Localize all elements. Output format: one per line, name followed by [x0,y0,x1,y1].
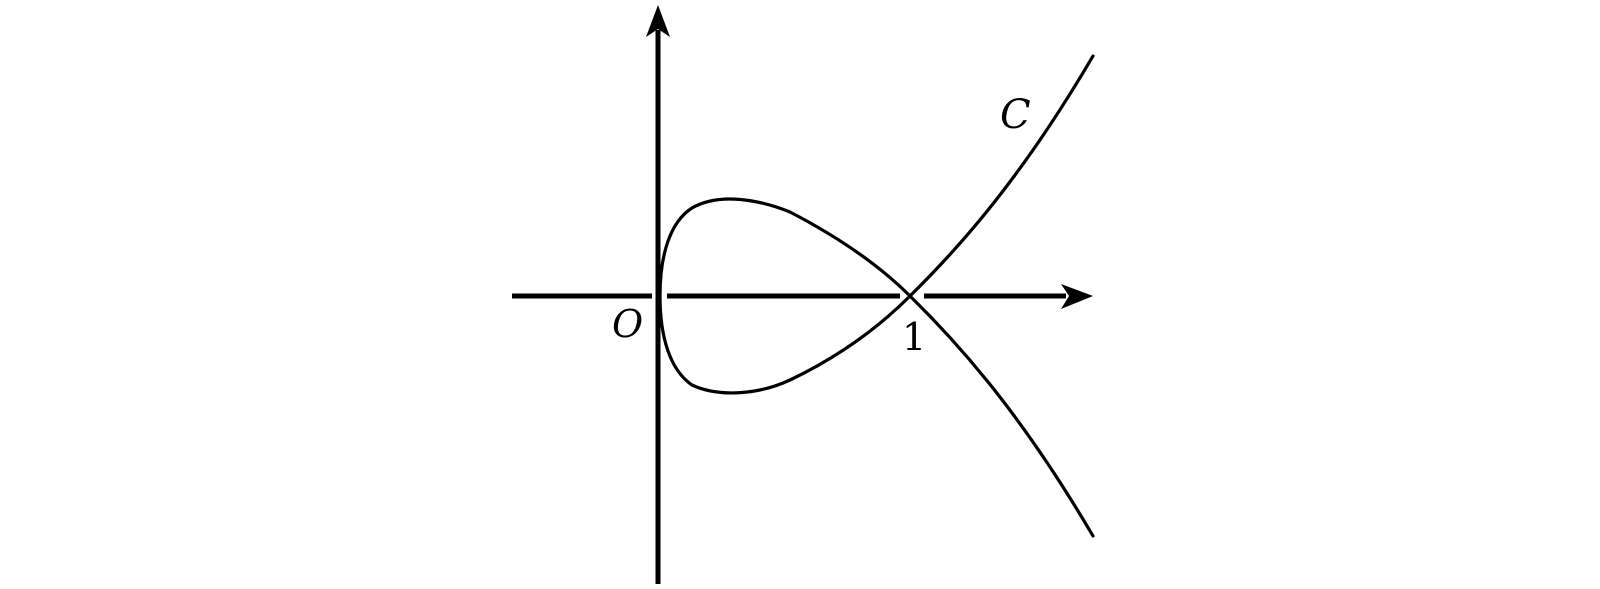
x-axis-arrowhead [1061,284,1093,309]
curve-loop-lower [658,294,912,395]
curve-label: C [1000,92,1031,138]
origin-label: O [612,302,643,346]
curve-loop-upper [658,197,912,298]
curve-branch-upper [908,54,1095,298]
intercept-label: 1 [902,315,926,359]
y-axis-arrowhead [646,5,670,37]
curve-branch-lower [908,294,1095,538]
